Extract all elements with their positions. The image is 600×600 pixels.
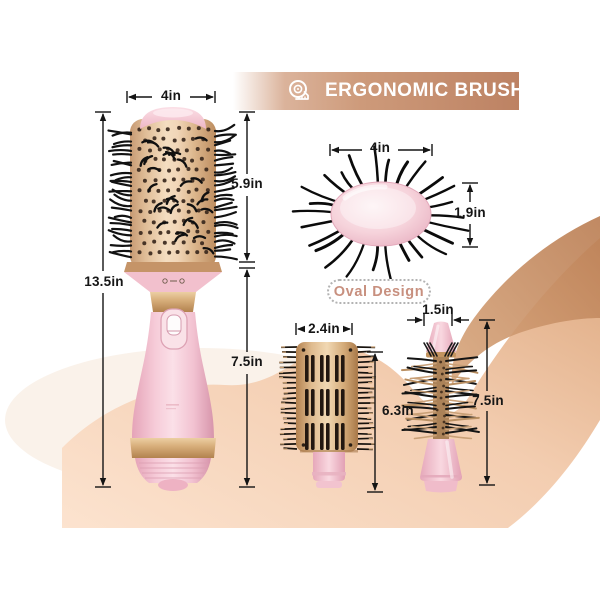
round-attachment-illustration (401, 321, 480, 493)
tape-measure-icon (289, 80, 309, 100)
banner-title: ERGONOMIC BRUSH (325, 80, 525, 101)
main-brush-bristles (107, 123, 239, 261)
paddle-attachment-illustration (279, 342, 376, 488)
main-brush-total-height-label: 13.5in (84, 274, 124, 289)
oval-width-label: 4in (369, 140, 391, 155)
main-brush-illustration (107, 107, 239, 491)
oval-design-badge-label: Oval Design (333, 283, 425, 300)
paddle-width-label: 2.4in (308, 321, 340, 336)
round-tip-width-label: 1.5in (422, 302, 454, 317)
round-height-label: 7.5in (472, 393, 504, 408)
ergonomic-brush-banner: ERGONOMIC BRUSH (233, 72, 524, 110)
paddle-attachment-bristles (279, 346, 376, 451)
main-brush-barrel-height-label: 5.9in (231, 176, 263, 191)
oval-brush-top-view (291, 145, 470, 281)
paddle-height-label: 6.3in (382, 403, 414, 418)
paddle-vent-slots (305, 355, 345, 450)
round-attachment-bristles (401, 342, 480, 440)
oval-thickness-label: 1.9in (454, 205, 486, 220)
oval-design-badge: Oval Design (327, 279, 431, 304)
dimension-lines (95, 91, 495, 493)
main-brush-width-label: 4in (160, 88, 182, 103)
main-brush-handle-height-label: 7.5in (231, 354, 263, 369)
